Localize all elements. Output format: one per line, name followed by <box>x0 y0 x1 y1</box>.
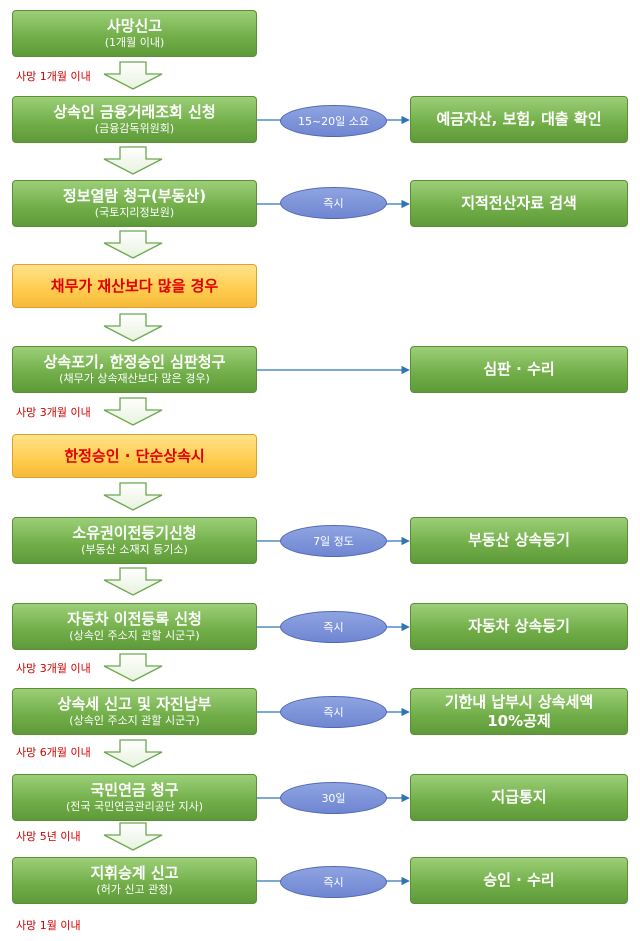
condition-text: 채무가 재산보다 많을 경우 <box>50 276 219 295</box>
result-vehicle-transfer: 자동차 상속등기 <box>410 603 628 650</box>
result-text: 심판 · 수리 <box>483 360 555 379</box>
step-property-info: 정보열람 청구(부동산) (국토지리정보원) <box>12 180 257 227</box>
step-subtitle: (상속인 주소지 관할 시군구) <box>69 629 200 642</box>
step-renunciation: 상속포기, 한정승인 심판청구 (채무가 상속재산보다 많은 경우) <box>12 346 257 393</box>
step-subtitle: (부동산 소재지 등기소) <box>81 543 188 556</box>
result-text: 승인 · 수리 <box>483 871 555 890</box>
deadline-note: 사망 1개월 이내 <box>16 70 91 83</box>
result-property-info: 지적전산자료 검색 <box>410 180 628 227</box>
step-title: 정보열람 청구(부동산) <box>62 187 207 206</box>
step-vehicle-transfer: 자동차 이전등록 신청 (상속인 주소지 관할 시군구) <box>12 603 257 650</box>
step-title: 상속포기, 한정승인 심판청구 <box>43 353 226 372</box>
down-arrows <box>103 61 163 851</box>
duration-bubble: 30일 <box>280 782 387 814</box>
condition-text: 한정승인 · 단순상속시 <box>64 446 205 465</box>
condition-limited-acceptance: 한정승인 · 단순상속시 <box>12 434 257 478</box>
step-title: 소유권이전등기신청 <box>72 524 197 543</box>
step-subtitle: (1개월 이내) <box>104 36 165 49</box>
step-subtitle: (상속인 주소지 관할 시군구) <box>69 714 200 727</box>
step-financial-inquiry: 상속인 금융거래조회 신청 (금융감독위원회) <box>12 96 257 143</box>
deadline-note: 사망 5년 이내 <box>16 830 81 843</box>
step-national-pension: 국민연금 청구 (전국 국민연금관리공단 지사) <box>12 774 257 821</box>
step-ownership-transfer: 소유권이전등기신청 (부동산 소재지 등기소) <box>12 517 257 564</box>
duration-bubble: 즉시 <box>280 696 387 728</box>
result-text: 지적전산자료 검색 <box>461 194 577 213</box>
duration-bubble: 7일 정도 <box>280 525 387 557</box>
duration-bubble: 즉시 <box>280 187 387 219</box>
duration-bubble: 15~20일 소요 <box>280 105 387 137</box>
duration-bubble: 즉시 <box>280 611 387 643</box>
step-subtitle: (전국 국민연금관리공단 지사) <box>65 800 203 813</box>
step-title: 지휘승계 신고 <box>90 864 179 883</box>
down-arrow <box>103 230 163 259</box>
step-subtitle: (허가 신고 관청) <box>96 883 173 896</box>
result-text: 부동산 상속등기 <box>468 531 570 550</box>
step-subtitle: (국토지리정보원) <box>94 206 175 219</box>
step-death-report: 사망신고 (1개월 이내) <box>12 10 257 57</box>
deadline-note: 사망 3개월 이내 <box>16 662 91 675</box>
step-title: 국민연금 청구 <box>90 781 179 800</box>
deadline-note: 사망 3개월 이내 <box>16 406 91 419</box>
result-text-line2: 10%공제 <box>487 711 551 730</box>
result-financial-inquiry: 예금자산, 보험, 대출 확인 <box>410 96 628 143</box>
horizontal-connectors <box>257 115 410 886</box>
down-arrow <box>103 146 163 175</box>
down-arrow <box>103 482 163 511</box>
step-title: 사망신고 <box>106 17 163 36</box>
step-status-succession: 지휘승계 신고 (허가 신고 관청) <box>12 857 257 904</box>
result-renunciation: 심판 · 수리 <box>410 346 628 393</box>
step-title: 상속세 신고 및 자진납부 <box>57 695 212 714</box>
down-arrow <box>103 739 163 768</box>
down-arrow <box>103 822 163 851</box>
step-inheritance-tax: 상속세 신고 및 자진납부 (상속인 주소지 관할 시군구) <box>12 688 257 735</box>
down-arrow <box>103 653 163 682</box>
result-ownership-transfer: 부동산 상속등기 <box>410 517 628 564</box>
result-inheritance-tax: 기한내 납부시 상속세액 10%공제 <box>410 688 628 735</box>
step-title: 자동차 이전등록 신청 <box>67 610 202 629</box>
down-arrow <box>103 397 163 426</box>
duration-bubble: 즉시 <box>280 866 387 898</box>
step-subtitle: (금융감독위원회) <box>94 122 175 135</box>
down-arrow <box>103 313 163 342</box>
condition-debt-exceeds: 채무가 재산보다 많을 경우 <box>12 264 257 308</box>
result-text-line1: 기한내 납부시 상속세액 <box>444 692 594 711</box>
result-status-succession: 승인 · 수리 <box>410 857 628 904</box>
result-text: 지급통지 <box>491 788 547 807</box>
down-arrow <box>103 567 163 596</box>
deadline-note: 사망 6개월 이내 <box>16 746 91 759</box>
result-text: 예금자산, 보험, 대출 확인 <box>436 110 602 129</box>
deadline-note: 사망 1월 이내 <box>16 919 81 932</box>
down-arrow <box>103 61 163 90</box>
step-subtitle: (채무가 상속재산보다 많은 경우) <box>59 372 210 385</box>
result-national-pension: 지급통지 <box>410 774 628 821</box>
step-title: 상속인 금융거래조회 신청 <box>53 103 216 122</box>
result-text: 자동차 상속등기 <box>468 617 570 636</box>
